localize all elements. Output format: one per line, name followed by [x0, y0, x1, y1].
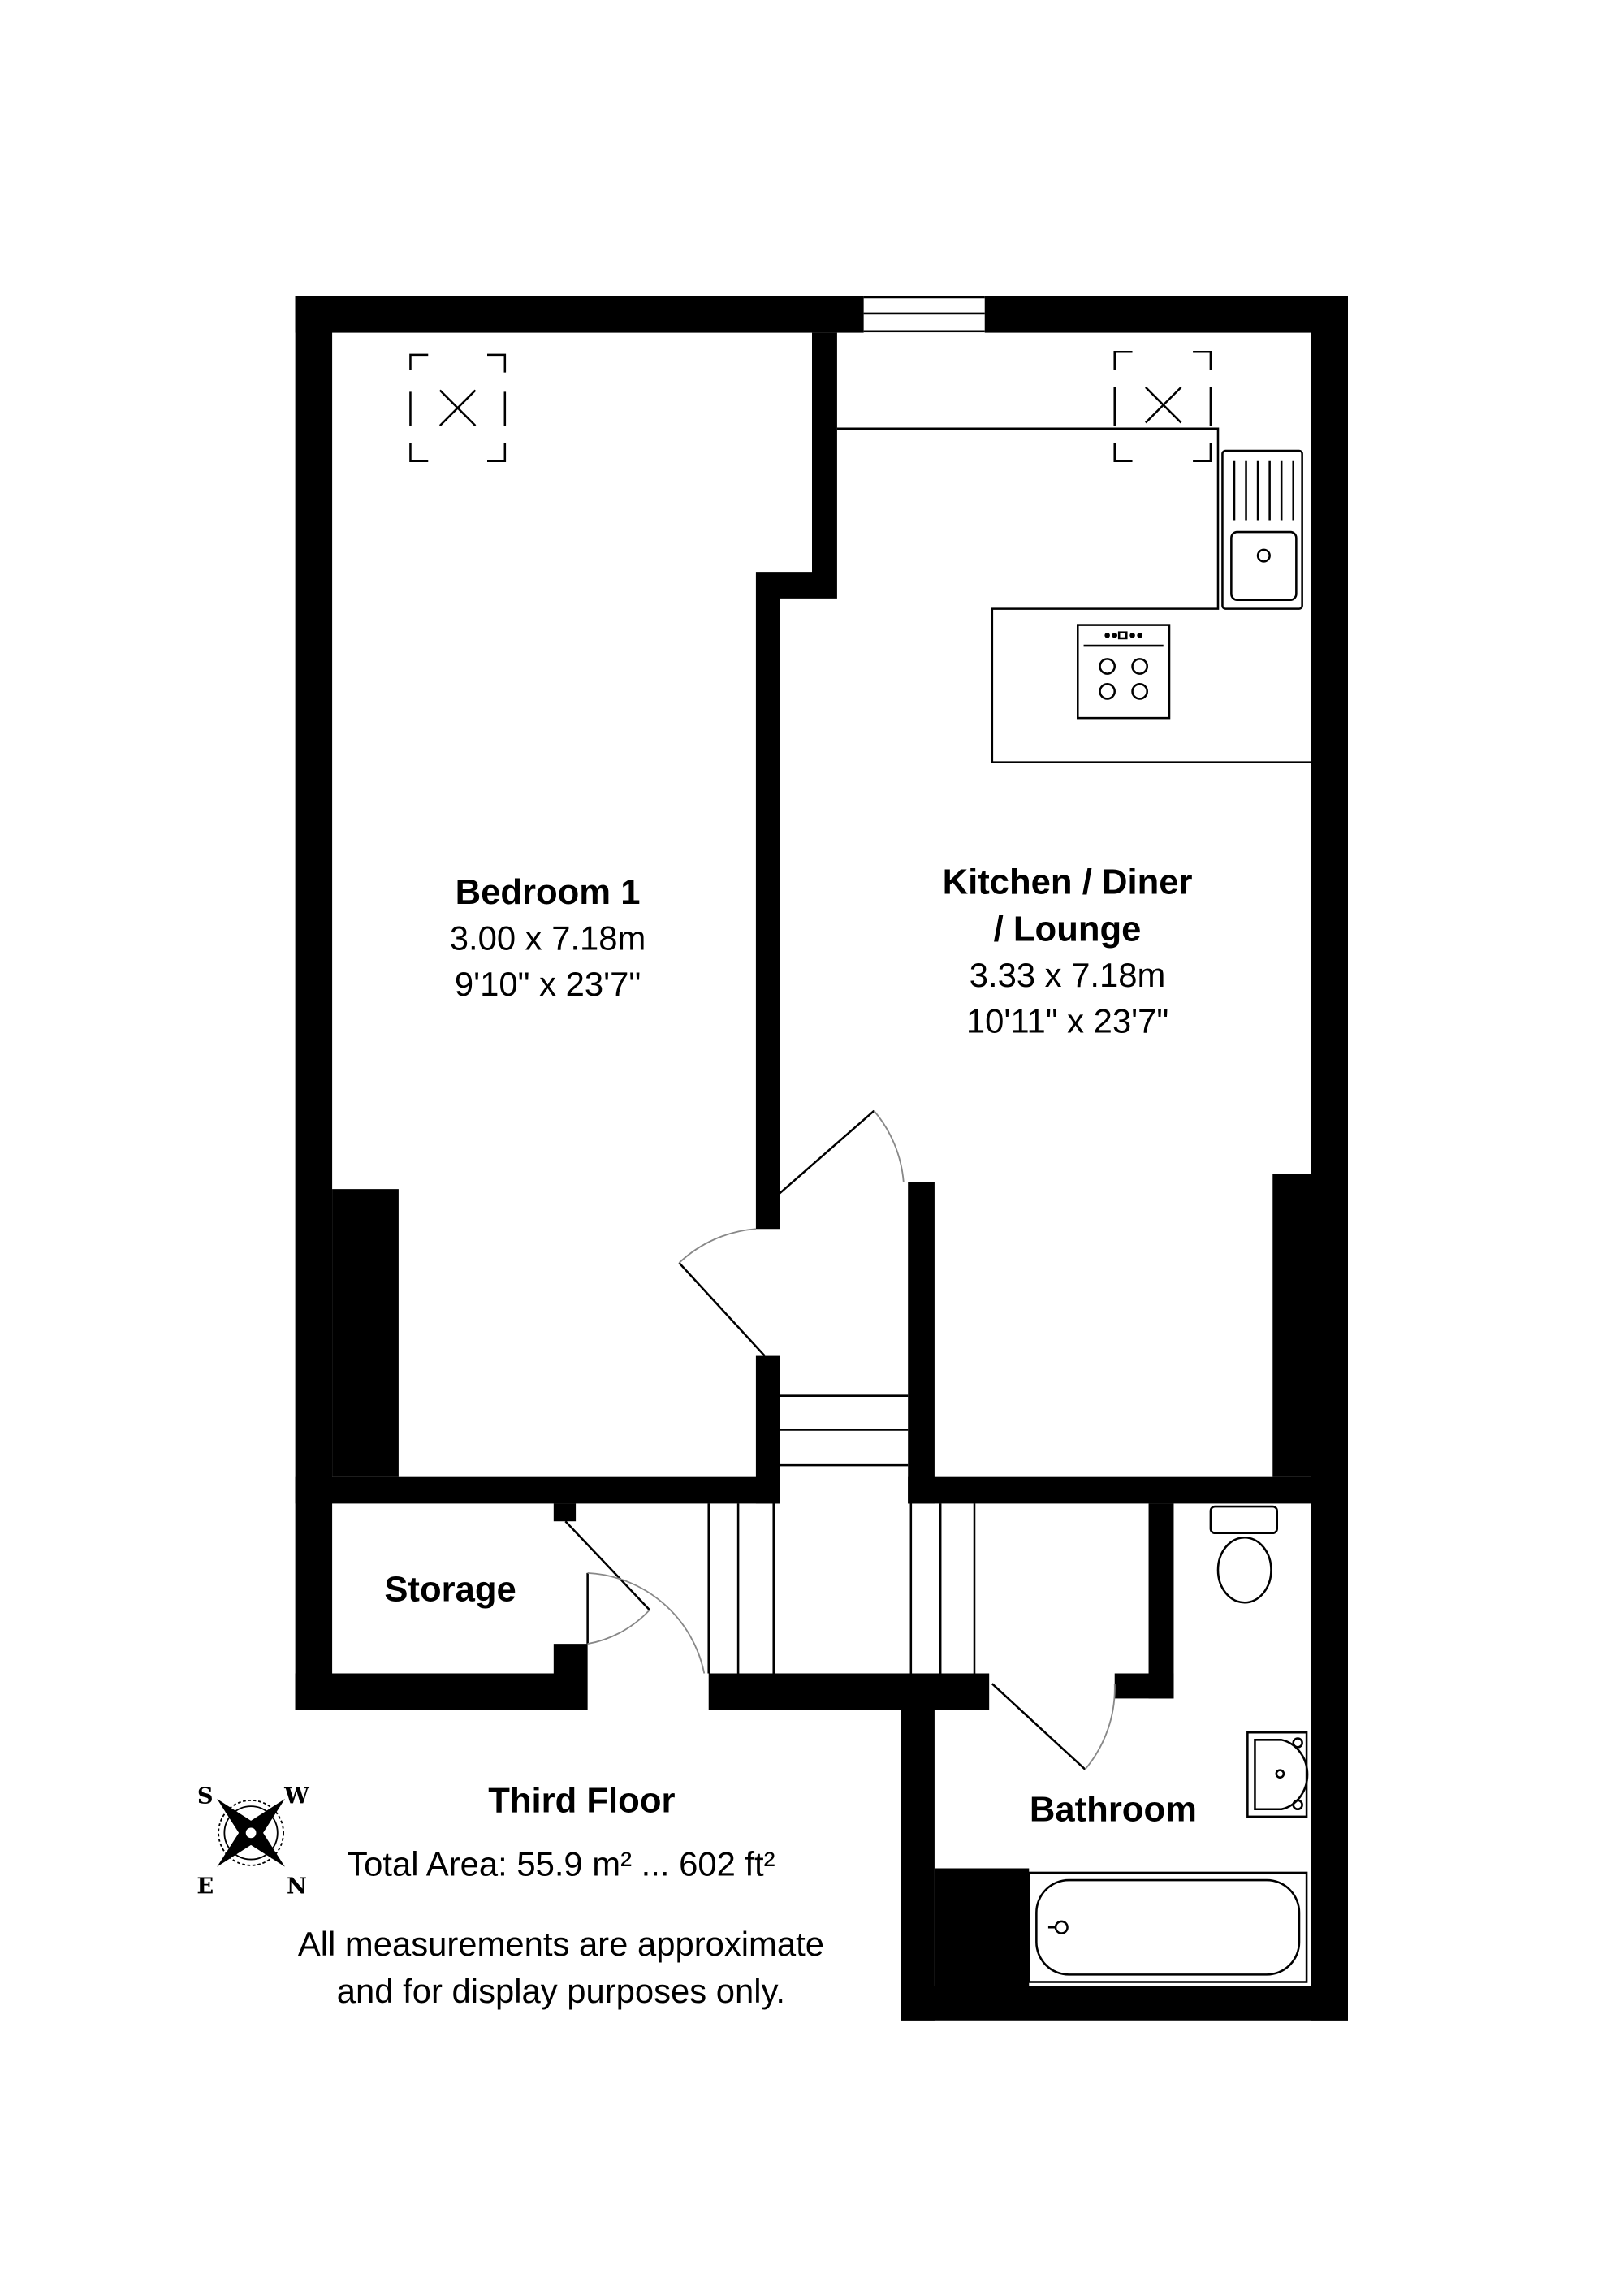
compass-n: N	[287, 1873, 307, 1899]
stairs	[707, 1394, 976, 1674]
sink	[1221, 449, 1303, 610]
compass-s: S	[197, 1783, 214, 1809]
doors	[564, 1109, 1116, 1770]
basin	[1246, 1731, 1309, 1818]
room-label-bathroom: Bathroom	[1030, 1790, 1197, 1829]
total-area: Total Area: 55.9 m² ... 602 ft²	[347, 1845, 775, 1883]
room-name-line2: / Lounge	[994, 910, 1142, 949]
room-label-bedroom: Bedroom 1 3.00 x 7.18m 9'10" x 23'7"	[450, 873, 646, 1003]
compass-w: W	[283, 1783, 309, 1809]
window	[863, 296, 985, 333]
room-imperial: 10'11" x 23'7"	[966, 1001, 1168, 1040]
storage-door	[564, 1520, 706, 1674]
floor-title: Third Floor	[488, 1781, 675, 1820]
room-metric: 3.33 x 7.18m	[970, 956, 1166, 994]
room-label-storage: Storage	[384, 1570, 516, 1609]
walls	[295, 296, 1348, 2021]
toilet	[1209, 1505, 1278, 1604]
bathtub	[1028, 1871, 1308, 1983]
hob	[1076, 624, 1171, 720]
bedroom-door	[678, 1228, 766, 1357]
room-name-line1: Kitchen / Diner	[943, 863, 1193, 902]
kitchen-counter	[836, 427, 1311, 763]
disclaimer-line2: and for display purposes only.	[337, 1972, 785, 2010]
compass-e: E	[197, 1873, 214, 1899]
skylight-bedroom	[409, 353, 507, 463]
skylight-kitchen	[1113, 350, 1212, 463]
room-metric: 3.00 x 7.18m	[450, 919, 646, 957]
disclaimer-line1: All measurements are approximate	[298, 1925, 824, 1963]
room-imperial: 9'10" x 23'7"	[455, 965, 641, 1003]
compass-icon: S W E N	[197, 1783, 309, 1900]
room-name: Bedroom 1	[456, 873, 641, 912]
kitchen-door	[779, 1109, 905, 1195]
bathroom-door	[991, 1683, 1116, 1770]
room-label-kitchen: Kitchen / Diner / Lounge 3.33 x 7.18m 10…	[943, 863, 1193, 1040]
